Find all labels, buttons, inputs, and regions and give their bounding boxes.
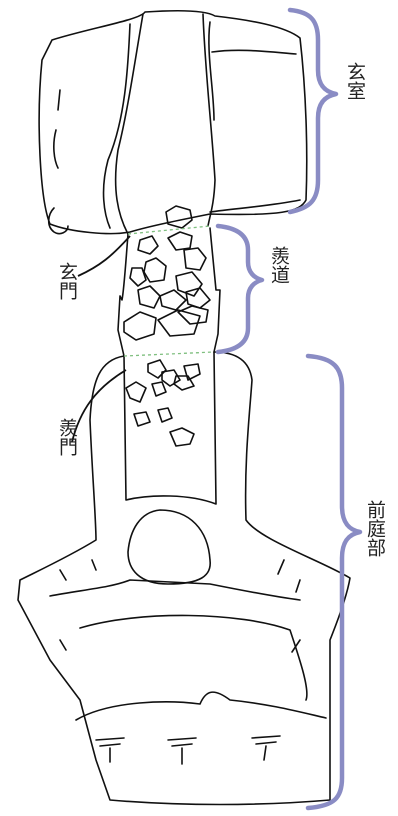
burial-chamber-outline (38, 10, 308, 235)
chamber-wall-top (211, 49, 297, 55)
genmon-boundary-line (127, 225, 211, 235)
label-sendo: 羨道 (268, 246, 290, 284)
chamber-inner-left (102, 23, 131, 229)
chamber-inner-right (208, 21, 215, 121)
brace-genshitsu (287, 7, 339, 215)
passage-left-wall (117, 233, 129, 357)
passage-right-wall (209, 227, 221, 353)
chamber-left-shelf (47, 207, 69, 235)
passage-stones (123, 205, 211, 447)
forecourt-mound (127, 509, 211, 585)
chamber-wall-bottom (209, 199, 301, 213)
forecourt-step-2 (79, 614, 308, 701)
chamber-left-mark (53, 89, 61, 169)
label-genshitsu: 玄室 (344, 62, 366, 100)
tread-marks (95, 735, 281, 765)
forecourt-outline (17, 351, 351, 806)
chamber-left-wall (114, 13, 144, 235)
forecourt-step-1 (49, 579, 301, 601)
forecourt-inner-passage (123, 351, 217, 505)
forecourt-edge-ticks (59, 559, 301, 653)
label-zenteibu: 前庭部 (364, 500, 386, 557)
forecourt-step-3 (75, 691, 327, 721)
genmon-leader-line (77, 235, 131, 277)
label-genmon: 玄門 (56, 262, 78, 300)
senmon-leader-line (71, 369, 127, 443)
senmon-boundary-line (123, 351, 215, 357)
label-senmon: 羨門 (56, 418, 78, 456)
brace-zenteibu (305, 353, 363, 811)
brace-sendo (215, 223, 265, 355)
